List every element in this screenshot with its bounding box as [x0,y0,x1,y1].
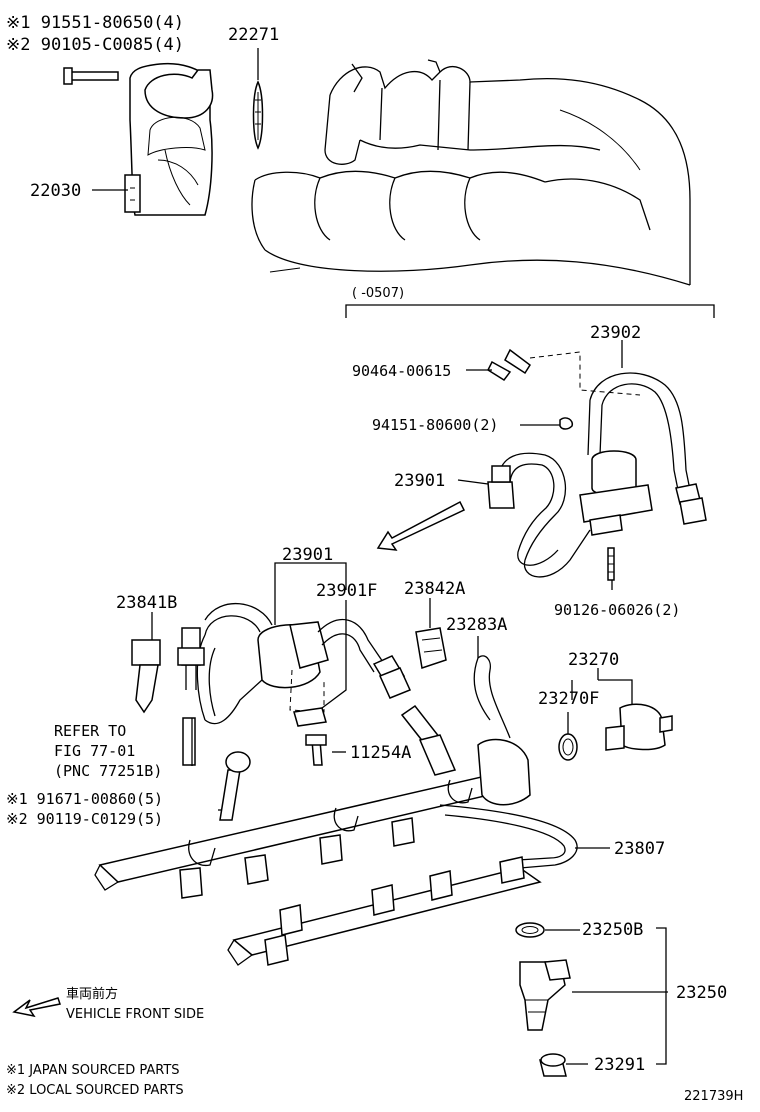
part-22030-label: 22030 [30,181,81,201]
leader-lines [92,48,668,1065]
upper-pipe-assembly [487,348,707,581]
rail-bolt-drawing [219,751,251,821]
gasket-drawing [252,80,264,150]
part-23842A-label: 23842A [404,579,465,599]
legend-local-sourced: ※2 LOCAL SOURCED PARTS [6,1083,184,1098]
throttle-body-drawing [63,62,214,216]
figure-id-label: 221739H [684,1089,743,1104]
part-23270-label: 23270 [568,650,619,670]
part-23250-label: 23250 [676,983,727,1003]
part-23902-label: 23902 [590,323,641,343]
note2-mid-label: ※2 90119-C0129(5) [6,810,163,828]
fuel-rail-drawing [94,704,578,966]
part-23283A-label: 23283A [446,615,507,635]
part-23901-upper-label: 23901 [394,471,445,491]
part-23270F-label: 23270F [538,689,599,709]
middle-hose-assembly [196,603,412,766]
part-23841B-label: 23841B [116,593,177,613]
part-22271-label: 22271 [228,25,279,45]
part-23250B-label: 23250B [582,920,643,940]
date-range-label: ( -0507) [352,286,404,301]
part-23807-label: 23807 [614,839,665,859]
part-90464-label: 90464-00615 [352,362,451,380]
part-23901-middle-label: 23901 [282,545,333,565]
part-90126-label: 90126-06026(2) [554,601,680,619]
note1-mid-label: ※1 91671-00860(5) [6,790,163,808]
wire-23283A-drawing [473,655,511,739]
bolt-head [63,67,73,85]
vehicle-front-arrow [12,997,61,1018]
vehicle-front-en-label: VEHICLE FRONT SIDE [66,1007,204,1022]
intake-manifold-drawing [251,59,691,286]
pressure-regulator-drawing [558,703,673,761]
date-bracket [345,304,715,318]
clip-23841B-drawing [131,627,205,766]
part-94151-label: 94151-80600(2) [372,416,498,434]
refer-line1: REFER TO [54,722,126,740]
refer-line2: FIG 77-01 [54,742,135,760]
note2-top-label: ※2 90105-C0085(4) [6,35,184,55]
refer-line3: (PNC 77251B) [54,762,162,780]
direction-arrow [376,500,466,551]
bolt-shape [69,71,119,81]
part-11254A-label: 11254A [350,743,411,763]
clip-23842A-drawing [415,627,447,669]
vehicle-front-jp-label: 車両前方 [66,986,118,1002]
part-23291-label: 23291 [594,1055,645,1075]
legend-japan-sourced: ※1 JAPAN SOURCED PARTS [6,1063,180,1078]
injector-drawing [515,922,571,1077]
part-23901F-label: 23901F [316,581,377,601]
note1-top-label: ※1 91551-80650(4) [6,13,184,33]
